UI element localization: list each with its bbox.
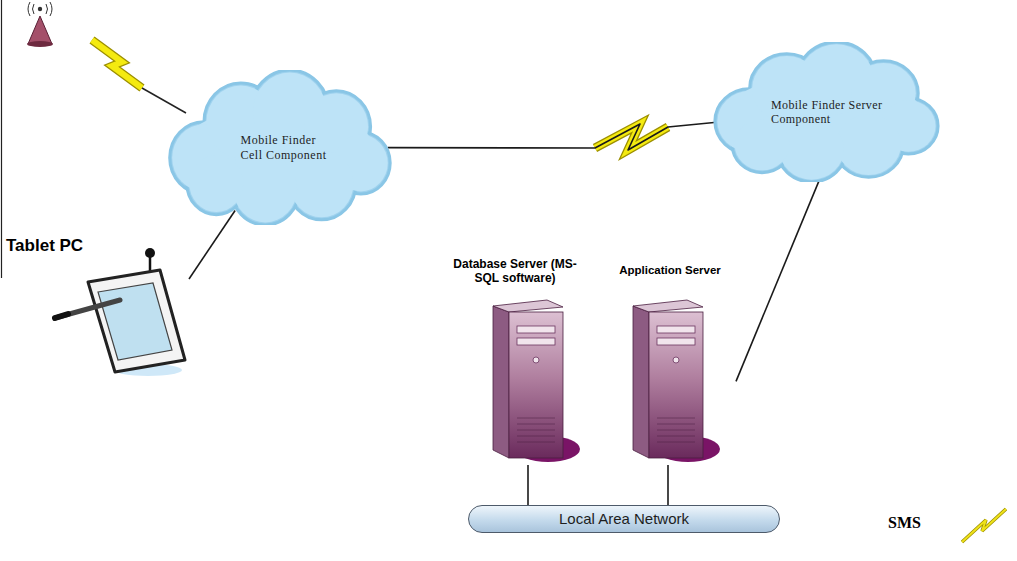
sms-bolt (962, 509, 1006, 542)
connector-line (736, 174, 822, 382)
connector-line (189, 210, 235, 278)
tablet-icon (55, 248, 185, 376)
cloud-label: Mobile Finder Server Component (771, 98, 885, 127)
node-label: Database Server (MS-SQL software) (453, 257, 577, 286)
node-label: Application Server (607, 264, 733, 278)
wireless-bolt (92, 40, 186, 113)
cell-tower-icon (27, 2, 53, 47)
label-text: SMS (888, 514, 921, 532)
cloud-component: Mobile Finder Server Component (700, 42, 948, 182)
server-node: Database Server (MS-SQL software) (450, 255, 580, 465)
connector-line (527, 465, 529, 505)
connector-line (388, 123, 714, 150)
network-bar: Local Area Network (468, 505, 780, 533)
cloud-label: Mobile Finder Cell Component (241, 133, 339, 162)
server-node: Application Server (604, 262, 736, 465)
edge-rule (1, 0, 2, 278)
node-label: Local Area Network (559, 510, 689, 528)
device-node: Tablet PC (4, 234, 189, 376)
cloud-component: Mobile Finder Cell Component (155, 70, 400, 225)
node-label: Tablet PC (6, 236, 83, 256)
database-server-icon (493, 300, 580, 462)
application-server-icon (633, 300, 720, 462)
connector-line (667, 465, 669, 505)
